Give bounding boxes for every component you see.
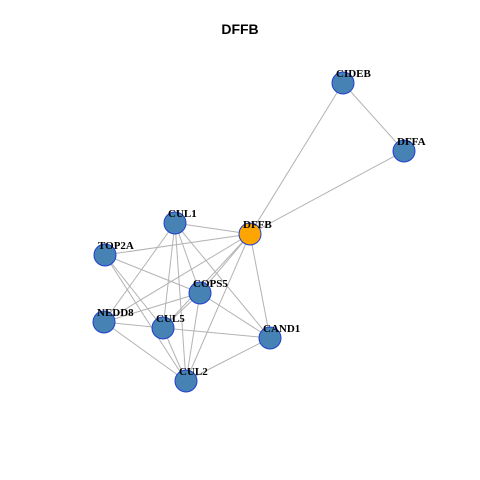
edge-cops5-cul2 (185, 292, 201, 382)
edge-top2a-cul2 (104, 254, 187, 382)
node-label-cops5: COPS5 (193, 278, 228, 290)
edge-cops5-cand1 (199, 292, 271, 339)
figure-title: DFFB (221, 21, 259, 37)
edge-top2a-cul5 (104, 254, 164, 329)
edge-cul1-dffb (174, 222, 251, 235)
edge-cul1-cul2 (174, 222, 187, 382)
node-cul1 (163, 211, 187, 235)
node-layer (92, 71, 416, 393)
edge-dffb-cand1 (249, 233, 271, 339)
edge-cand1-cul2 (185, 337, 271, 382)
node-cops5 (188, 281, 212, 305)
node-label-nedd8: NEDD8 (97, 307, 134, 319)
node-top2a (93, 243, 117, 267)
node-label-dffb: DFFB (243, 219, 272, 231)
edge-dffb-cops5 (199, 233, 251, 294)
edge-dffb-top2a (104, 233, 251, 256)
edge-dffb-nedd8 (103, 233, 251, 323)
edge-cul1-nedd8 (103, 222, 176, 323)
edge-cul5-cand1 (162, 327, 271, 339)
node-label-cand1: CAND1 (263, 323, 300, 335)
edge-dffb-cul2 (185, 233, 251, 382)
node-nedd8 (92, 310, 116, 334)
edge-cul1-cops5 (174, 222, 201, 294)
edge-dffb-cul5 (162, 233, 251, 329)
node-cand1 (258, 326, 282, 350)
node-cideb (331, 71, 355, 95)
edge-cul1-cul5 (162, 222, 176, 329)
edge-top2a-cops5 (104, 254, 201, 294)
edge-cops5-nedd8 (103, 292, 201, 323)
edge-cideb-dffb (249, 82, 344, 235)
node-label-dffa: DFFA (397, 136, 426, 148)
node-label-cul2: CUL2 (179, 366, 208, 378)
node-dffa (392, 139, 416, 163)
node-cul5 (151, 316, 175, 340)
node-label-cul1: CUL1 (168, 208, 197, 220)
node-label-cul5: CUL5 (156, 313, 185, 325)
edge-nedd8-cul2 (103, 321, 187, 382)
edge-dffa-dffb (249, 150, 405, 235)
node-cul2 (174, 369, 198, 393)
node-label-cideb: CIDEB (336, 68, 372, 80)
edge-cideb-dffa (342, 82, 405, 152)
node-dffb (238, 222, 262, 246)
node-label-top2a: TOP2A (98, 240, 134, 252)
